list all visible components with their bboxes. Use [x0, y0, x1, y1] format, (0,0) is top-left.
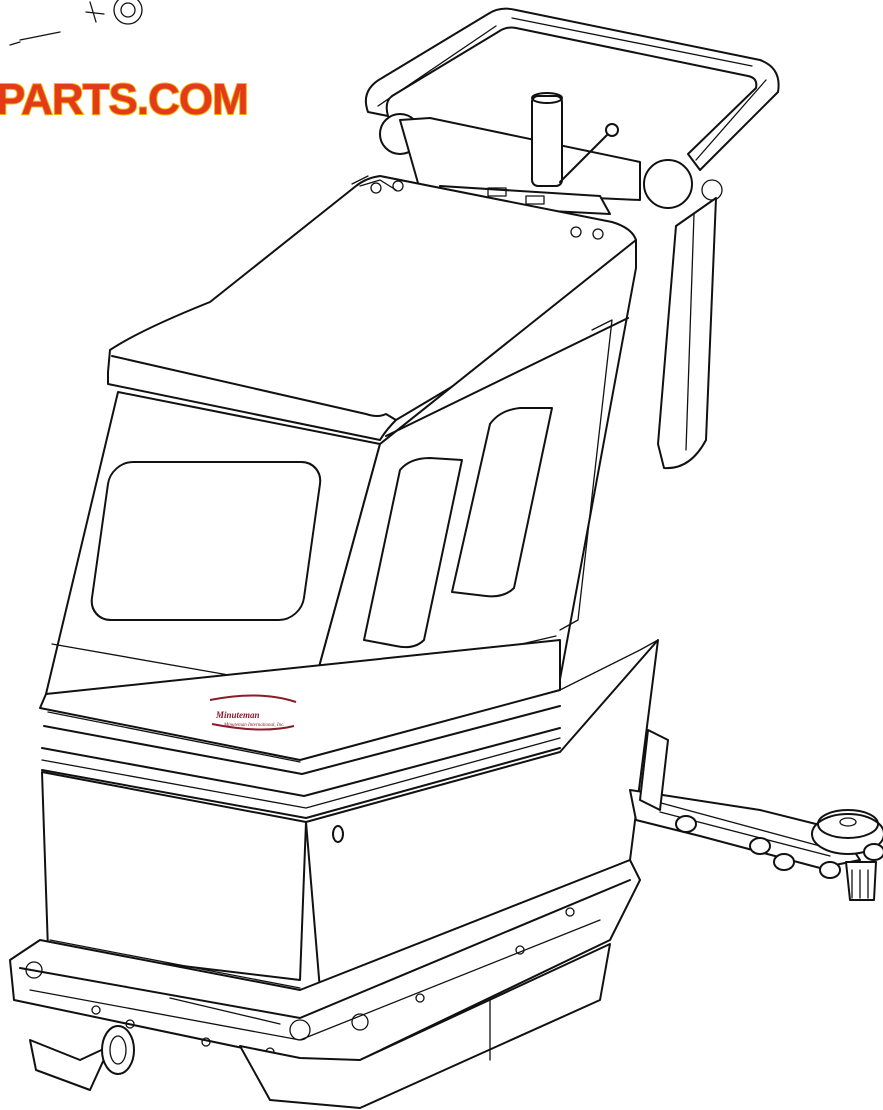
- rear-wheel: [101, 1025, 135, 1075]
- side-port: [332, 825, 344, 843]
- badge-tagline: Minuteman International, Inc.: [223, 723, 285, 728]
- scrub-deck: [9, 859, 641, 1109]
- logo-text: PARTS.COM: [0, 75, 248, 124]
- logo-parts-sketch-icon: [9, 0, 143, 46]
- minuteman-badge: Minuteman Minuteman International, Inc.: [209, 694, 297, 731]
- tank-lid: [107, 175, 637, 441]
- solution-tank: [41, 639, 659, 991]
- badge-brand: Minuteman: [215, 710, 260, 720]
- squeegee-knob: [811, 809, 883, 855]
- bumper-band: [39, 639, 561, 819]
- front-window: [90, 461, 322, 621]
- squeegee-assembly: [629, 729, 883, 901]
- recovery-tank: [45, 239, 637, 701]
- parts-com-logo: PARTS.COM: [0, 0, 250, 125]
- side-window-left: [363, 457, 463, 649]
- rear-column: [657, 197, 717, 470]
- control-console: [399, 92, 641, 215]
- side-window-right: [451, 407, 553, 598]
